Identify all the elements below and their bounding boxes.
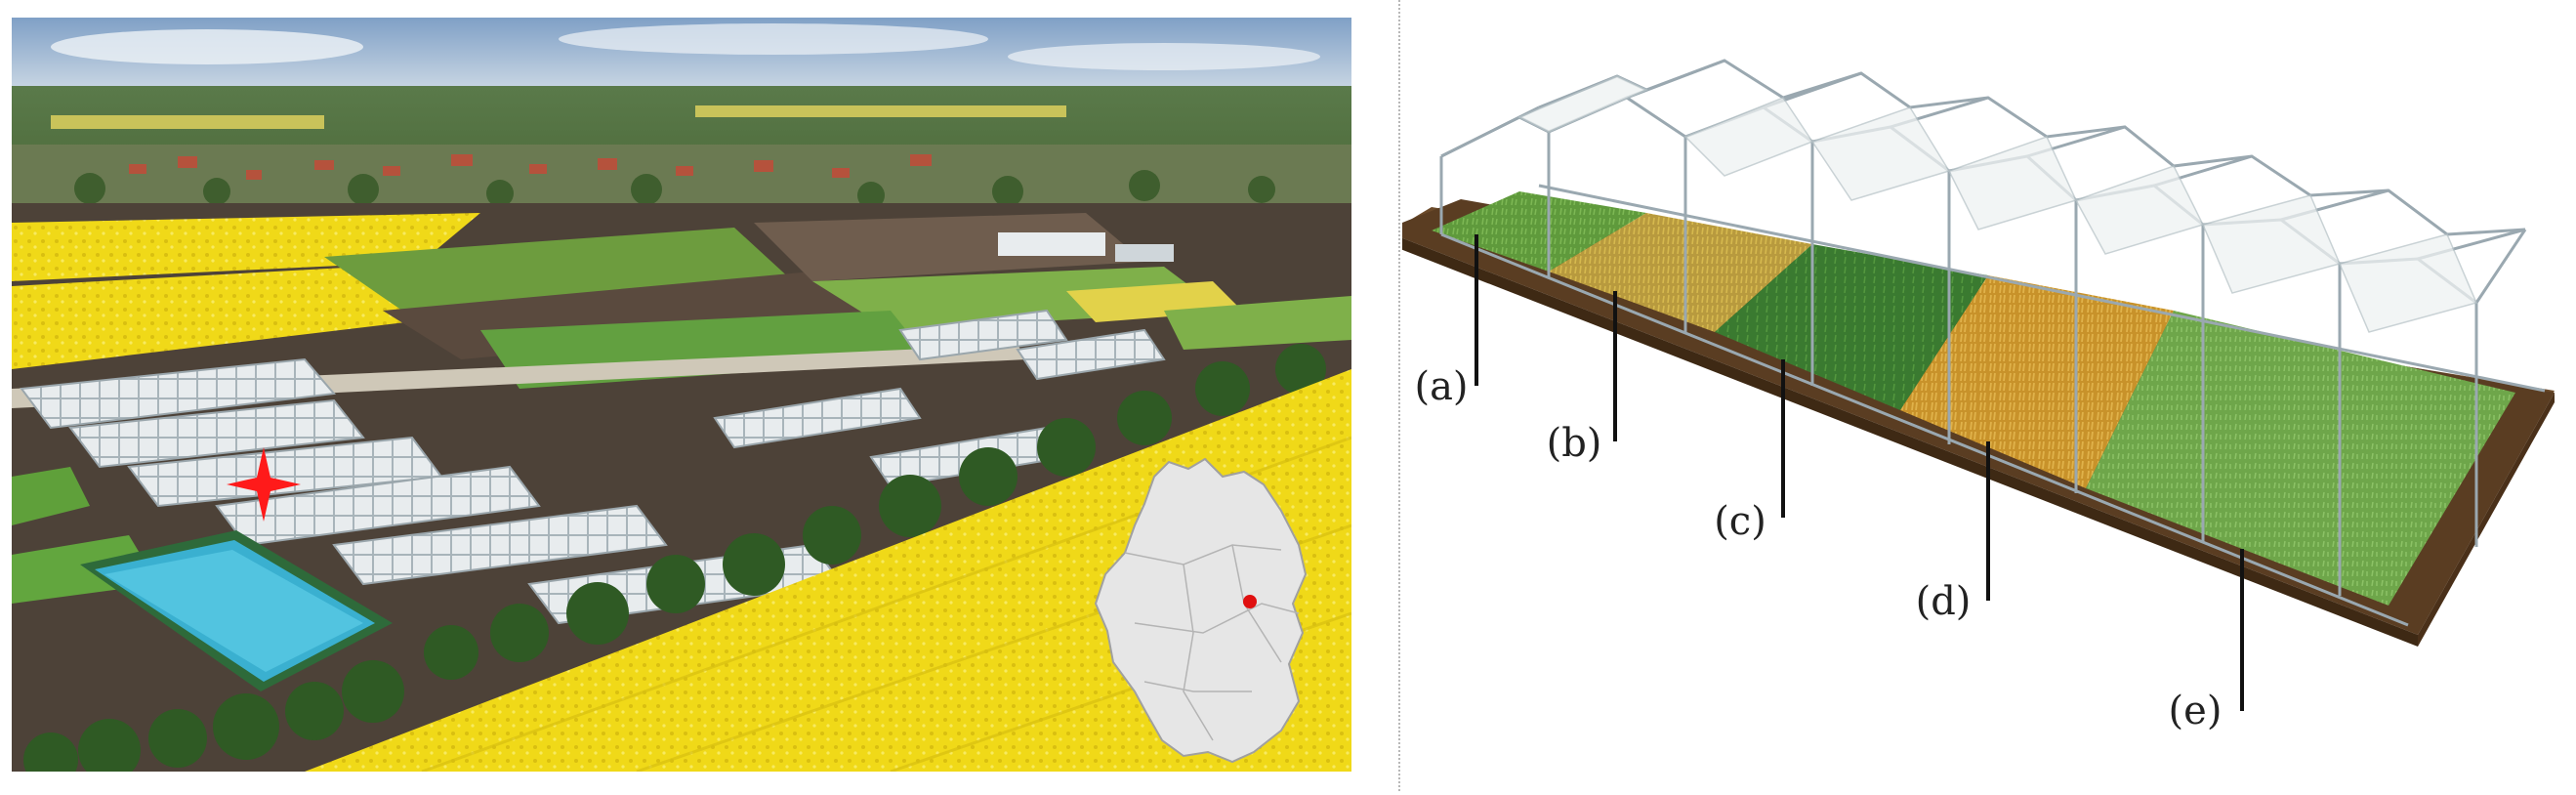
- site-marker-icon: [227, 447, 301, 522]
- germany-map: [1094, 457, 1308, 764]
- label-c: (c): [1714, 499, 1766, 544]
- panel-divider: [1398, 0, 1400, 791]
- rapeseed-field: [305, 369, 1351, 772]
- vegetation-plots: [1432, 191, 2515, 606]
- pond: [80, 530, 393, 691]
- plot-c: [1715, 244, 1988, 410]
- roof-panels: [1517, 75, 2478, 333]
- location-dot: [1243, 595, 1257, 608]
- plot-a: [1432, 191, 1646, 272]
- tree-line: [23, 344, 1326, 772]
- label-e: (e): [2168, 689, 2223, 733]
- label-a: (a): [1414, 364, 1469, 409]
- plot-e: [2086, 311, 2515, 606]
- greenhouse-diagram: (a) (b) (c) (d) (e): [1383, 0, 2576, 791]
- village: [12, 145, 1351, 209]
- label-leaders: [1475, 234, 2244, 711]
- plot-d: [1900, 275, 2174, 488]
- label-d: (d): [1915, 579, 1972, 624]
- aerial-photo: [12, 18, 1351, 772]
- label-b: (b): [1546, 421, 1602, 466]
- plot-b: [1549, 213, 1812, 332]
